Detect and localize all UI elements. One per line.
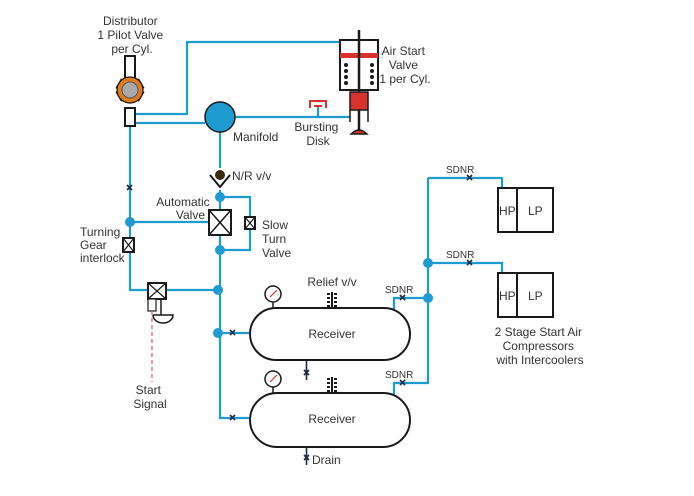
slow-turn-valve: [244, 216, 256, 230]
junction-nodes: [125, 192, 433, 338]
distributor: [115, 55, 145, 127]
manifold-label: Manifold: [233, 130, 278, 144]
bursting-disk-label: Bursting Disk: [294, 120, 341, 148]
relief-valve-icon: [327, 292, 337, 308]
start-valve: [147, 282, 174, 324]
drain-label: Drain: [312, 453, 341, 467]
non-return-valve: [209, 170, 231, 189]
distributor-label: Distributor 1 Pilot Valve per Cyl.: [97, 14, 166, 56]
hp-label: HP: [499, 289, 516, 303]
pressure-gauge-icon: [264, 285, 282, 308]
compressor-2: HP LP: [497, 272, 554, 318]
compressors-label: 2 Stage Start Air Compressors with Inter…: [495, 325, 586, 367]
pipework: [128, 40, 504, 420]
sdnr-label: SDNR: [446, 250, 474, 261]
relief-valve-icon: [327, 377, 337, 393]
automatic-valve-label: Automatic Valve: [156, 195, 213, 222]
air-start-valve: [339, 30, 379, 135]
pressure-gauge-icon: [264, 370, 282, 393]
turning-gear-label: Turning Gear interlock: [80, 225, 126, 265]
manifold: [204, 101, 236, 133]
bursting-disk: [309, 100, 327, 108]
sdnr-label: SDNR: [385, 370, 413, 381]
receiver-2-label: Receiver: [308, 412, 355, 426]
air-start-valve-label: Air Start Valve 1 per Cyl.: [379, 44, 430, 86]
sdnr-label: SDNR: [385, 285, 413, 296]
lp-label: LP: [528, 289, 543, 303]
turning-gear-interlock: [122, 237, 135, 253]
receiver-2: [249, 392, 411, 448]
nr-valve-label: N/R v/v: [232, 169, 271, 183]
receiver-1-label: Receiver: [308, 327, 355, 341]
lp-label: LP: [528, 204, 543, 218]
start-signal-label: Start Signal: [133, 383, 166, 411]
slow-turn-valve-label: Slow Turn Valve: [262, 218, 291, 260]
isolating-valve-marks: [126, 174, 473, 465]
relief-valve-label: Relief v/v: [307, 275, 356, 289]
hp-label: HP: [499, 204, 516, 218]
receiver-1: [249, 307, 411, 361]
compressor-1: HP LP: [497, 187, 554, 233]
sdnr-label: SDNR: [446, 165, 474, 176]
automatic-valve: [208, 209, 232, 236]
